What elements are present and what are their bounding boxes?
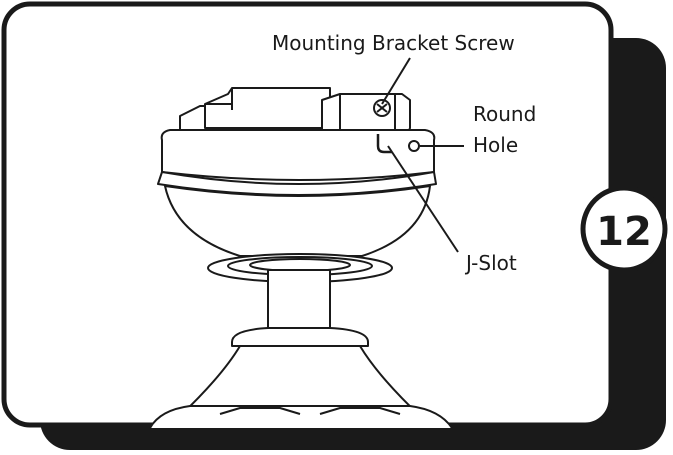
leader-j-slot — [387, 145, 459, 253]
j-slot — [376, 134, 392, 154]
label-mounting-bracket-screw: Mounting Bracket Screw — [272, 31, 515, 55]
motor-cap — [231, 327, 369, 347]
label-round-hole-line1: Round — [473, 102, 536, 126]
downrod — [267, 269, 331, 333]
fan-illustration — [149, 87, 453, 429]
leader-lines — [381, 57, 464, 253]
canopy-ring — [160, 129, 436, 181]
label-j-slot: J-Slot — [464, 251, 517, 275]
leader-bracket-screw — [381, 57, 411, 105]
label-round-hole-line2: Hole — [473, 133, 518, 157]
canopy-dome — [164, 185, 431, 257]
round-hole — [408, 140, 420, 152]
step-badge: 12 — [580, 185, 668, 273]
blade-hub — [149, 405, 453, 429]
step-number: 12 — [596, 209, 652, 255]
